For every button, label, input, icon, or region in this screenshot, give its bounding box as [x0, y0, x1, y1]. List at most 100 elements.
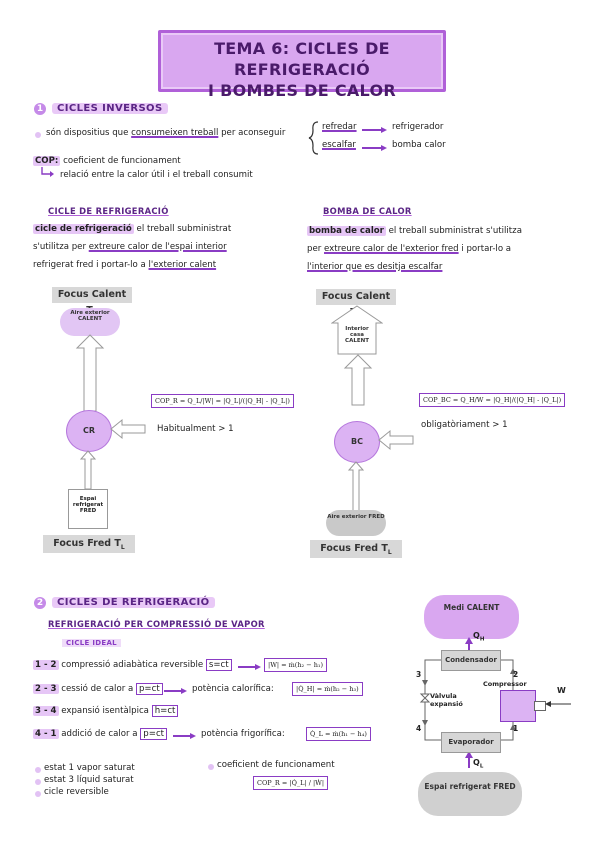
condition-box: h=ct [151, 705, 179, 717]
arrow-icon [381, 144, 387, 151]
section-2-title: CICLES DE REFRIGERACIÓ [52, 597, 215, 608]
arrow-line [164, 690, 182, 692]
focus-cold-box: Focus Fred TL [43, 535, 135, 553]
cop-heatpump-formula: COP_BC = Q_H/W = |Q_H|/(|Q_H| - |Q_L|) [419, 393, 566, 407]
work-arrow-icon [378, 429, 414, 451]
highlighted-text: cicle de refrigeració [33, 224, 134, 234]
focus-cold-label: Focus Fred T [320, 543, 388, 554]
highlighted-text: bomba de calor [307, 226, 386, 236]
underlined-text: l'interior que es desitja escalfar [307, 262, 443, 272]
cop-refrigerator-formula: COP_R = Q_L/|W| = |Q_L|/(|Q_H| - |Q_L|) [151, 394, 294, 408]
text-fragment: per [307, 244, 325, 254]
w-label: W [557, 686, 566, 695]
step-tag: 4 - 1 [33, 729, 59, 739]
work-arrow-icon [545, 701, 571, 707]
house-interior-label: Interior casa CALENT [345, 326, 369, 344]
cop-tag: COP: [33, 156, 61, 166]
step-tag: 2 - 3 [33, 684, 59, 694]
text-fragment: per aconseguir [218, 128, 286, 138]
refrig-line-2: s'utilitza per extreure calor de l'espai… [33, 242, 227, 252]
hp-focus-cold-box: Focus Fred TL [310, 540, 402, 558]
subscript: L [120, 543, 125, 551]
option-escalfar: escalfar [322, 140, 356, 150]
bullet-dot [35, 132, 41, 138]
arrow-line [173, 735, 191, 737]
text-fragment: coeficient de funcionament [60, 156, 181, 166]
work-formula: |W| = ṁ(h₂ − h₁) [264, 658, 328, 672]
section-1-number: 1 [34, 103, 46, 115]
text-fragment: el treball subministrat [133, 224, 232, 234]
heatpump-note: obligatòriament > 1 [421, 420, 508, 430]
cold-space-box: Espai refrigerat FRED [68, 489, 108, 529]
underlined-text: refredar [322, 122, 357, 132]
refrig-note: Habitualment > 1 [157, 424, 234, 434]
ideal-cycle-label: CICLE IDEAL [62, 639, 121, 647]
arrow-line [362, 147, 382, 149]
compressor-box [500, 690, 536, 722]
arrow-icon [381, 126, 387, 133]
text-fragment: compressió adiabàtica reversible [58, 660, 206, 670]
step-3-4: 3 - 4 expansió isentàlpica h=ct [33, 705, 179, 717]
text-fragment: s'utilitza per [33, 242, 89, 252]
q-symbol: Q [473, 631, 480, 640]
heating-power-formula: |Q̇_H| = ṁ(h₂ − h₃) [292, 682, 363, 696]
state-1: 1 [513, 724, 519, 733]
section-2-number: 2 [34, 597, 46, 609]
arrow-icon [255, 663, 261, 670]
condition-box: s=ct [205, 659, 232, 671]
step-tag: 3 - 4 [33, 706, 59, 716]
underlined-text: extreure calor de l'exterior fred [324, 244, 459, 254]
focus-hot-box: Focus Calent TH [52, 287, 132, 318]
arrow-icon [190, 732, 196, 739]
cop-definition: COP: coeficient de funcionament [33, 156, 181, 166]
state-2: 2 [513, 670, 519, 679]
section-1-title: CICLES INVERSOS [52, 103, 168, 114]
cop-label: coeficient de funcionament [217, 760, 335, 770]
q-symbol: Q [473, 758, 480, 767]
bullet-state-3: estat 3 líquid saturat [44, 775, 134, 785]
state-3: 3 [416, 670, 422, 679]
cop-formula: COP_R = |Q̇_L| / |Ẇ| [253, 776, 329, 790]
subscript: L [387, 548, 392, 556]
hollow-arrow-up-icon [75, 334, 105, 412]
compressor-shaft [534, 701, 546, 711]
q-h-label: QH [473, 631, 484, 643]
work-arrow-icon [110, 418, 146, 440]
q-l-label: QL [473, 758, 483, 770]
option-refrigerador: refrigerador [392, 122, 444, 132]
bullet-reversible: cicle reversible [44, 787, 109, 797]
small-arrow-up-icon [79, 450, 97, 490]
step-4-1: 4 - 1 addició de calor a p=ct [33, 728, 168, 740]
option-bomba-calor: bomba calor [392, 140, 446, 150]
page-title: TEMA 6: CICLES DE REFRIGERACIÓ I BOMBES … [158, 30, 446, 100]
bullet-dot [35, 779, 41, 785]
focus-cold-label: Focus Fred T [53, 538, 121, 549]
step-2-3: 2 - 3 cessió de calor a p=ct [33, 683, 163, 695]
text-fragment: són dispositius que [46, 128, 132, 138]
option-refredar: refredar [322, 122, 357, 132]
device-bc: BC [334, 421, 380, 463]
title-line-1: TEMA 6: CICLES DE REFRIGERACIÓ [214, 39, 390, 79]
arrow-line [362, 129, 382, 131]
hot-medium-cloud: Medi CALENT [424, 595, 519, 639]
hp-focus-hot-box: Focus Calent TH [316, 289, 396, 320]
subscript: H [479, 636, 485, 643]
cop-relation: relació entre la calor útil i el treball… [60, 170, 253, 180]
subscript: L [479, 763, 484, 770]
text-fragment: refrigerat fred i portar-lo a [33, 260, 149, 270]
text-fragment: el treball subministrat s'utilitza [385, 226, 522, 236]
refrig-heading: CICLE DE REFRIGERACIÓ [48, 206, 169, 216]
bullet-dot [35, 767, 41, 773]
vapor-compression-heading: REFRIGERACIÓ PER COMPRESSIÓ DE VAPOR [48, 619, 265, 629]
house-icon [331, 305, 383, 355]
cycle-lines [419, 637, 516, 768]
device-cr: CR [66, 410, 112, 452]
bullet-dot [208, 764, 214, 770]
condenser-box: Condensador [441, 650, 501, 671]
cold-space-cloud: Espai refrigerat FRED [418, 772, 522, 816]
condition-box: p=ct [135, 683, 163, 695]
heatpump-line-3: l'interior que es desitja escalfar [307, 262, 442, 272]
underlined-text: escalfar [322, 140, 356, 150]
hollow-arrow-up-icon [343, 354, 373, 406]
arrow-icon [181, 687, 187, 694]
